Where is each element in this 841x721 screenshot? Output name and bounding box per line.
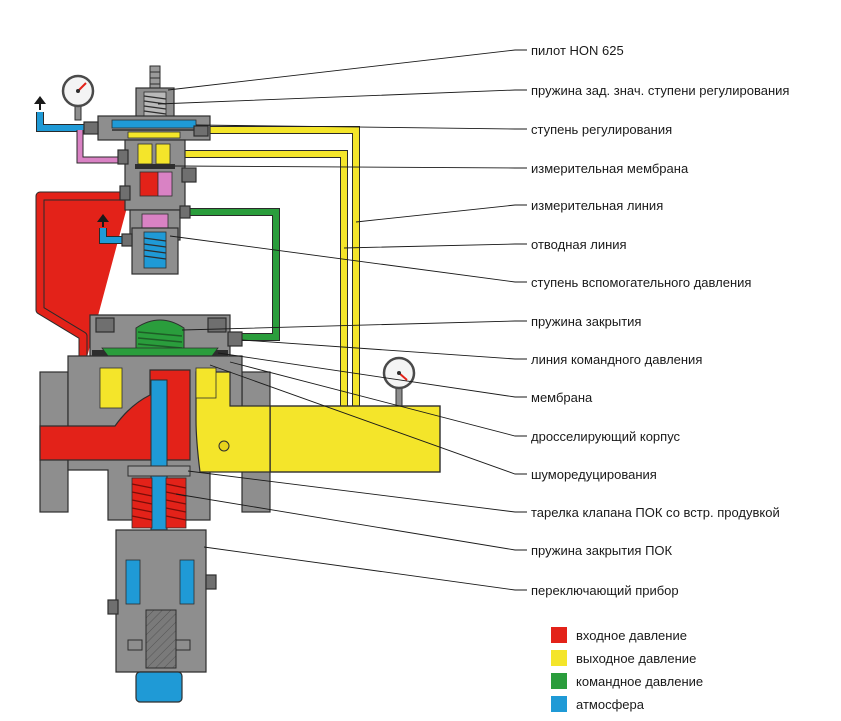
vent-line-bottom bbox=[100, 228, 125, 243]
legend-label: командное давление bbox=[576, 674, 703, 689]
pressure-gauge-icon bbox=[382, 356, 416, 390]
pipes bbox=[35, 112, 403, 408]
callout-membrane: мембрана bbox=[531, 390, 593, 405]
ssv-closing-spring bbox=[131, 477, 187, 529]
callout-measuring-membrane: измерительная мембрана bbox=[531, 161, 689, 176]
legend-swatch bbox=[551, 627, 567, 643]
legend-label: атмосфера bbox=[576, 697, 645, 712]
legend-item-atmosphere: атмосфера bbox=[551, 696, 645, 712]
auxiliary-pressure-stage bbox=[143, 231, 167, 269]
legend-swatch bbox=[551, 650, 567, 666]
main-valve bbox=[39, 314, 441, 703]
pressure-gauge-icon bbox=[61, 74, 95, 121]
callout-setpoint-spring: пружина зад. знач. ступени регулирования bbox=[531, 83, 789, 98]
legend-item-command: командное давление bbox=[551, 673, 703, 689]
callout-regulating-stage: ступень регулирования bbox=[531, 122, 672, 137]
legend-swatch bbox=[551, 673, 567, 689]
vent-arrow-icon bbox=[34, 96, 46, 110]
callout-labels: пилот HON 625 пружина зад. знач. ступени… bbox=[531, 43, 789, 598]
leader-lines bbox=[157, 49, 527, 591]
closing-spring bbox=[135, 319, 185, 351]
legend-label: входное давление bbox=[576, 628, 687, 643]
outlet-pipe bbox=[269, 405, 441, 473]
legend: входное давление выходное давление коман… bbox=[551, 627, 703, 712]
pilot-setpoint-spring bbox=[143, 91, 167, 117]
callout-switching-device: переключающий прибор bbox=[531, 583, 679, 598]
callout-throttle-body: дросселирующий корпус bbox=[531, 429, 681, 444]
measuring-membrane bbox=[135, 164, 175, 169]
callout-noise-reduction: шуморедуцирования bbox=[531, 467, 657, 482]
callout-measuring-line: измерительная линия bbox=[531, 198, 663, 213]
internal-line bbox=[77, 130, 130, 163]
callout-auxiliary-stage: ступень вспомогательного давления bbox=[531, 275, 751, 290]
ssv-valve-disc bbox=[127, 465, 191, 477]
pilot-assembly bbox=[83, 65, 211, 275]
callout-discharge-line: отводная линия bbox=[531, 237, 627, 252]
vent-line-top bbox=[37, 112, 97, 131]
legend-swatch bbox=[551, 696, 567, 712]
callout-ssv-disc: тарелка клапана ПОК со встр. продувкой bbox=[531, 505, 780, 520]
legend-item-outlet: выходное давление bbox=[551, 650, 696, 666]
legend-item-inlet: входное давление bbox=[551, 627, 687, 643]
switching-device-cap bbox=[135, 671, 183, 703]
regulating-stage-chamber bbox=[111, 119, 197, 129]
callout-pilot: пилот HON 625 bbox=[531, 43, 624, 58]
legend-label: выходное давление bbox=[576, 651, 696, 666]
callout-command-line: линия командного давления bbox=[531, 352, 702, 367]
vent-arrow-icon bbox=[97, 214, 109, 227]
callout-ssv-spring: пружина закрытия ПОК bbox=[531, 543, 673, 558]
callout-closing-spring: пружина закрытия bbox=[531, 314, 641, 329]
